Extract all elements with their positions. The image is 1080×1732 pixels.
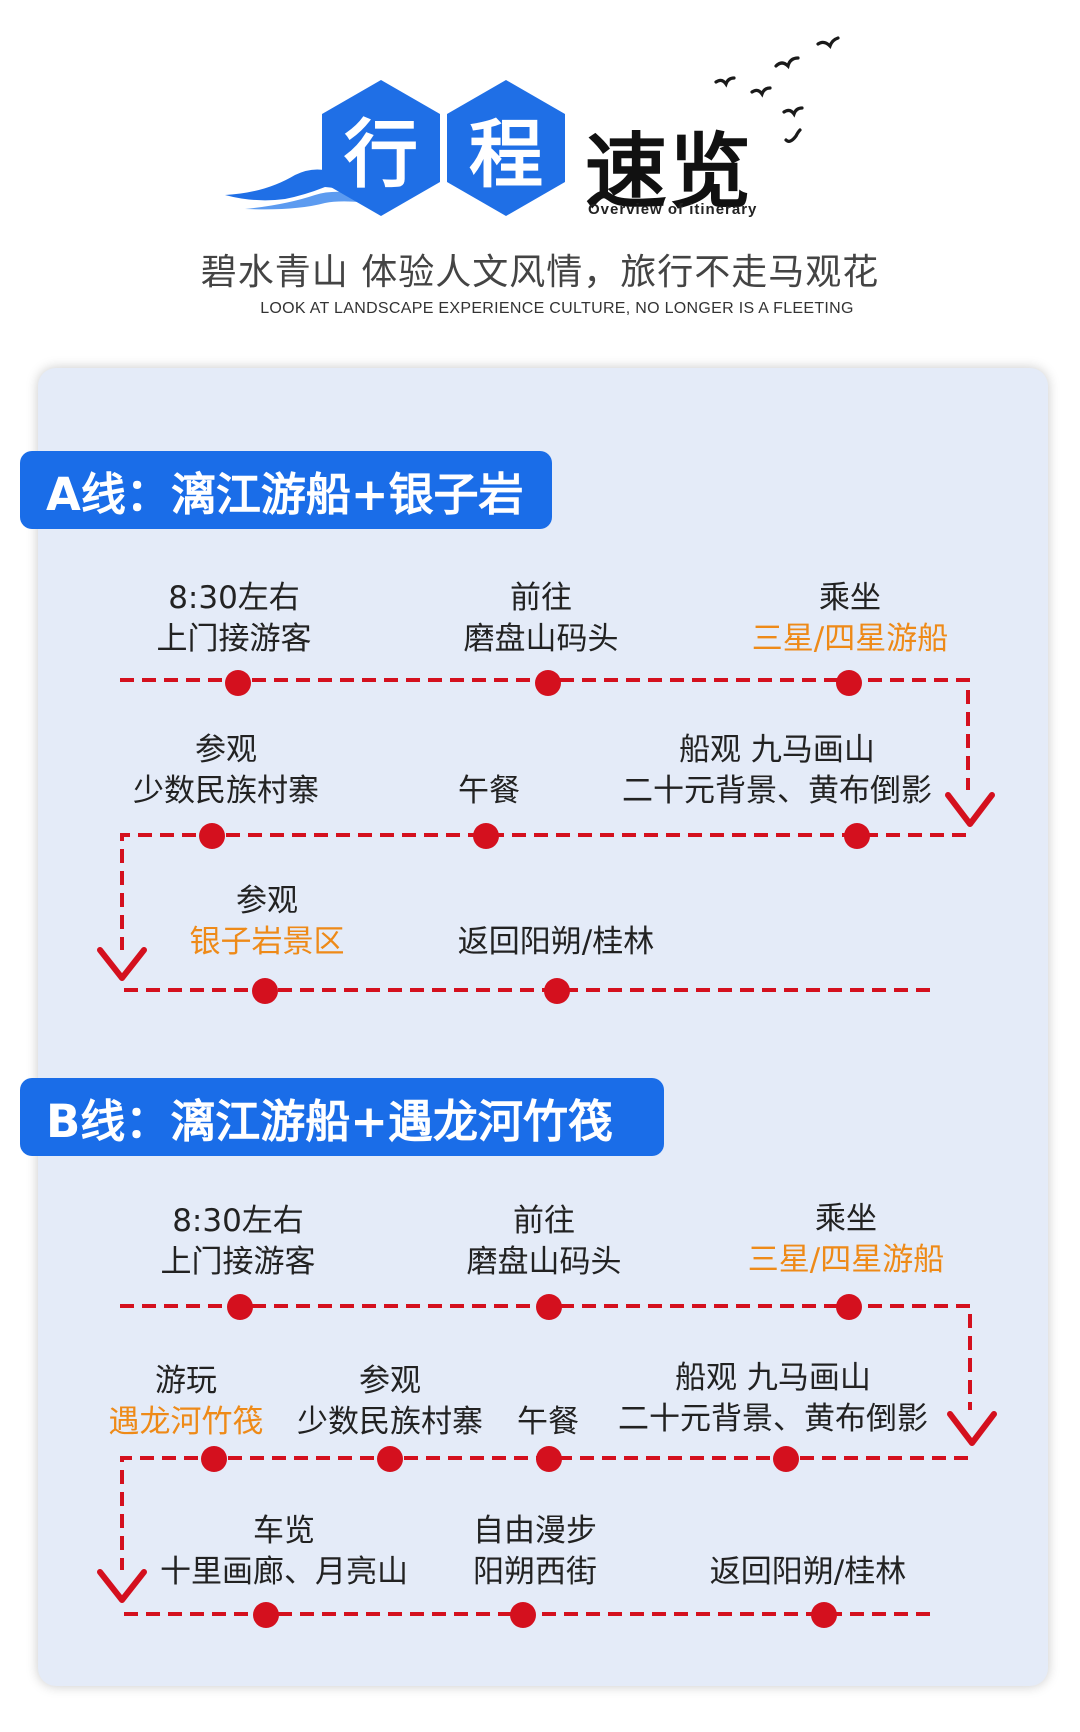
route-a-stop: 前往磨盘山码头 [463,580,619,657]
route-a-arrow-1 [945,792,995,827]
page-subtitle: Overview of itinerary [588,201,758,218]
route-b-arrow-2 [97,1569,147,1603]
route-b-dot [536,1294,562,1320]
route-b-stop: 前往磨盘山码头 [466,1203,622,1280]
route-b-stop: 船观 九马画山二十元背景、黄布倒影 [618,1360,928,1437]
route-b-dot [253,1602,279,1628]
route-b-dot [536,1446,562,1472]
route-a-stop: 参观银子岩景区 [189,883,345,960]
route-b-stop: 午餐 [517,1404,579,1440]
route-b-dot [510,1602,536,1628]
route-a-stop: 午餐 [458,773,520,809]
birds-icon [714,36,840,143]
route-a-stop: 8:30左右上门接游客 [156,580,312,657]
route-b-stop: 返回阳朔/桂林 [709,1554,907,1590]
route-a-line-1 [120,678,970,790]
route-b-stop: 游玩遇龙河竹筏 [108,1363,264,1440]
route-b-dot [227,1294,253,1320]
route-a-dot [225,670,251,696]
route-b-dot [836,1294,862,1320]
route-b-dot [201,1446,227,1472]
route-b-arrow-1 [947,1411,997,1446]
route-a-stop: 船观 九马画山二十元背景、黄布倒影 [622,732,932,809]
route-a-dot [544,978,570,1004]
route-b-dot [773,1446,799,1472]
route-a-dot [836,670,862,696]
route-a-stop: 参观少数民族村寨 [133,732,319,809]
route-b-stop: 乘坐三星/四星游船 [747,1201,945,1278]
route-a-stop: 返回阳朔/桂林 [457,924,655,960]
slogan-chinese: 碧水青山 体验人文风情，旅行不走马观花 [200,252,880,293]
route-b-dot [811,1602,837,1628]
route-b-stop: 车览十里画廊、月亮山 [160,1513,408,1590]
route-b-stop: 自由漫步阳朔西街 [473,1513,597,1590]
route-b-stop: 8:30左右上门接游客 [160,1203,316,1280]
route-b-line-2 [120,1456,968,1570]
route-a-stop: 乘坐三星/四星游船 [751,580,949,657]
route-b-line-1 [120,1304,972,1410]
route-a-dot [199,823,225,849]
page-title: 速览 [585,125,754,220]
route-a-dot [252,978,278,1004]
route-b-title: B线：漓江游船+遇龙河竹筏 [20,1078,664,1156]
route-b-stop: 参观少数民族村寨 [297,1363,483,1440]
route-a-dot [535,670,561,696]
route-a-dot [473,823,499,849]
route-a-arrow-2 [97,947,147,981]
route-b-dot [377,1446,403,1472]
route-a-dot [844,823,870,849]
route-a-line-2 [120,833,966,950]
slogan-english: LOOK AT LANDSCAPE EXPERIENCE CULTURE, NO… [260,300,854,317]
route-a-title: A线：漓江游船+银子岩 [20,451,552,529]
